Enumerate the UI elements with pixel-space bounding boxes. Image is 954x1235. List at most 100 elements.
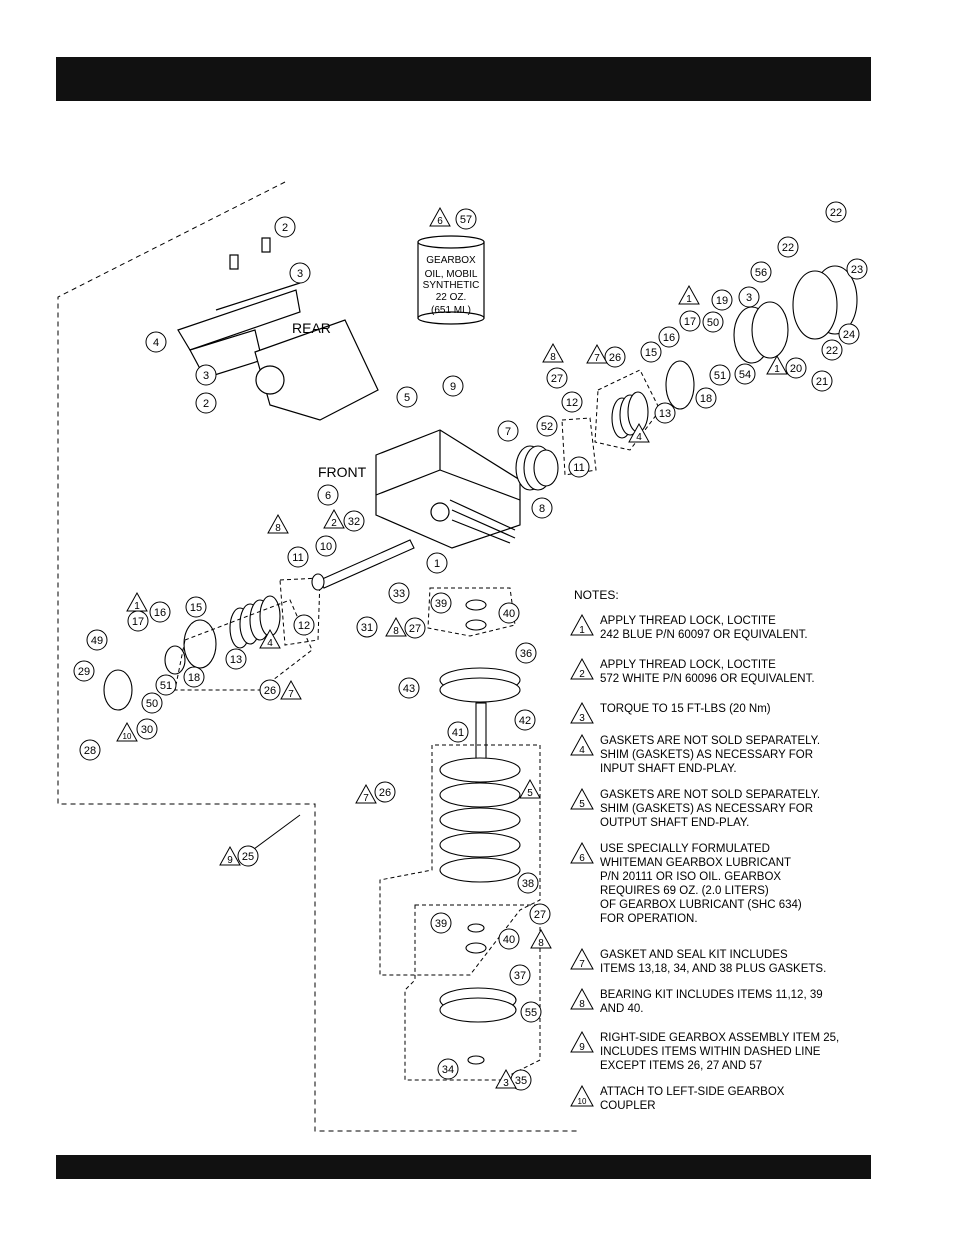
callout-circle-40 xyxy=(498,928,520,950)
callout-number-39: 39 xyxy=(435,918,447,930)
note-ref-triangle-8 xyxy=(530,928,552,949)
callout-number-51: 51 xyxy=(714,370,726,382)
callout-circle-40 xyxy=(498,602,520,624)
note-number: 8 xyxy=(579,999,585,1010)
note-text: TORQUE TO 15 FT-LBS (20 Nm) xyxy=(600,703,771,715)
callout-number-2: 2 xyxy=(282,222,288,234)
callout-circle-20 xyxy=(785,357,807,379)
callout-number-3: 3 xyxy=(297,268,303,280)
callout-circle-9 xyxy=(442,375,464,397)
callout-circle-21 xyxy=(811,370,833,392)
callout-number-4: 4 xyxy=(153,337,159,349)
note-ref-number-7: 7 xyxy=(594,353,600,364)
note-ref-triangle-4 xyxy=(628,422,650,443)
callout-circle-22 xyxy=(821,339,843,361)
callout-number-15: 15 xyxy=(645,347,657,359)
note-number: 10 xyxy=(578,1097,587,1106)
callout-circle-51 xyxy=(709,364,731,386)
callout-circle-36 xyxy=(515,642,537,664)
can-label-5: (651 ML) xyxy=(431,305,471,316)
callout-circle-23 xyxy=(846,258,868,280)
note-text: ATTACH TO LEFT-SIDE GEARBOX COUPLER xyxy=(600,1086,785,1112)
callout-number-16: 16 xyxy=(663,332,675,344)
note-text: RIGHT-SIDE GEARBOX ASSEMBLY ITEM 25, INC… xyxy=(600,1032,840,1072)
callout-number-11: 11 xyxy=(292,552,303,564)
callout-number-31: 31 xyxy=(361,622,373,634)
callout-number-33: 33 xyxy=(393,588,405,600)
callout-circle-18 xyxy=(183,666,205,688)
callout-number-26: 26 xyxy=(379,787,391,799)
output-bearing-kit-outline xyxy=(427,587,516,637)
callout-circle-28 xyxy=(79,739,101,761)
callout-circle-15 xyxy=(640,341,662,363)
callout-circle-41 xyxy=(447,721,469,743)
callout-circle-13 xyxy=(654,402,676,424)
footer-bar xyxy=(56,1155,871,1179)
callout-circle-34 xyxy=(437,1058,459,1080)
callout-circle-49 xyxy=(86,629,108,651)
main-gearbox-housing xyxy=(375,429,521,549)
callout-number-41: 41 xyxy=(452,727,464,739)
callout-number-50: 50 xyxy=(707,317,719,329)
callout-circle-43 xyxy=(398,677,420,699)
note-ref-number-8: 8 xyxy=(393,626,399,637)
callout-circle-29 xyxy=(73,660,95,682)
right-bearing-kit-outline xyxy=(594,369,661,451)
callout-number-8: 8 xyxy=(539,503,545,515)
rear-label: REAR xyxy=(292,320,331,336)
callout-number-27: 27 xyxy=(409,623,421,635)
callout-number-18: 18 xyxy=(188,672,200,684)
note-number: 2 xyxy=(579,669,585,680)
callout-circle-52 xyxy=(536,415,558,437)
note-ref-triangle-7 xyxy=(586,343,608,364)
callout-number-56: 56 xyxy=(755,267,767,279)
note-ref-triangle-9 xyxy=(219,845,241,866)
note-number: 3 xyxy=(579,713,585,724)
note-ref-number-6: 6 xyxy=(437,216,443,227)
note-triangle-icon: 9 xyxy=(570,1031,594,1053)
note-triangle-icon: 3 xyxy=(570,702,594,724)
callout-circle-26 xyxy=(259,679,281,701)
callout-number-21: 21 xyxy=(816,376,828,388)
callout-number-22: 22 xyxy=(826,345,838,357)
callout-number-51: 51 xyxy=(160,680,172,692)
note-ref-number-2: 2 xyxy=(331,518,337,529)
callout-number-39: 39 xyxy=(435,598,447,610)
can-label-2: OIL, MOBIL xyxy=(425,269,478,280)
callout-number-18: 18 xyxy=(700,393,712,405)
note-text: GASKETS ARE NOT SOLD SEPARATELY. SHIM (G… xyxy=(600,735,821,775)
note-text: BEARING KIT INCLUDES ITEMS 11,12, 39 AND… xyxy=(600,989,823,1015)
callout-number-52: 52 xyxy=(541,421,553,433)
note-triangle-icon: 4 xyxy=(570,734,594,756)
callout-number-49: 49 xyxy=(91,635,103,647)
note-number: 7 xyxy=(579,959,585,970)
callout-number-42: 42 xyxy=(519,715,531,727)
output-seal-outline xyxy=(379,744,541,976)
note-ref-triangle-5 xyxy=(519,778,541,799)
header-bar xyxy=(56,57,871,101)
callout-circle-32 xyxy=(343,510,365,532)
callout-number-28: 28 xyxy=(84,745,96,757)
callout-number-2: 2 xyxy=(203,398,209,410)
callout-number-13: 13 xyxy=(230,654,242,666)
note-triangle-icon: 6 xyxy=(570,842,594,864)
callout-number-23: 23 xyxy=(851,264,863,276)
callout-circle-12 xyxy=(561,391,583,413)
note-ref-number-7: 7 xyxy=(363,793,369,804)
can-label-4: 22 OZ. xyxy=(436,292,467,303)
callout-circle-3 xyxy=(195,364,217,386)
note-text: APPLY THREAD LOCK, LOCTITE 242 BLUE P/N … xyxy=(600,615,808,641)
callout-number-12: 12 xyxy=(566,397,578,409)
callout-circle-2 xyxy=(274,216,296,238)
callout-circle-13 xyxy=(225,648,247,670)
callout-number-40: 40 xyxy=(503,608,515,620)
note-number: 9 xyxy=(579,1042,585,1053)
callout-number-54: 54 xyxy=(739,369,751,381)
can-label-1: GEARBOX xyxy=(426,255,476,266)
callout-circle-7 xyxy=(497,420,519,442)
note-ref-triangle-8 xyxy=(267,513,289,534)
callout-circle-39 xyxy=(430,592,452,614)
callout-circle-27 xyxy=(529,903,551,925)
oil-can-illustration: GEARBOX OIL, MOBIL SYNTHETIC 22 OZ. (651… xyxy=(417,235,485,325)
